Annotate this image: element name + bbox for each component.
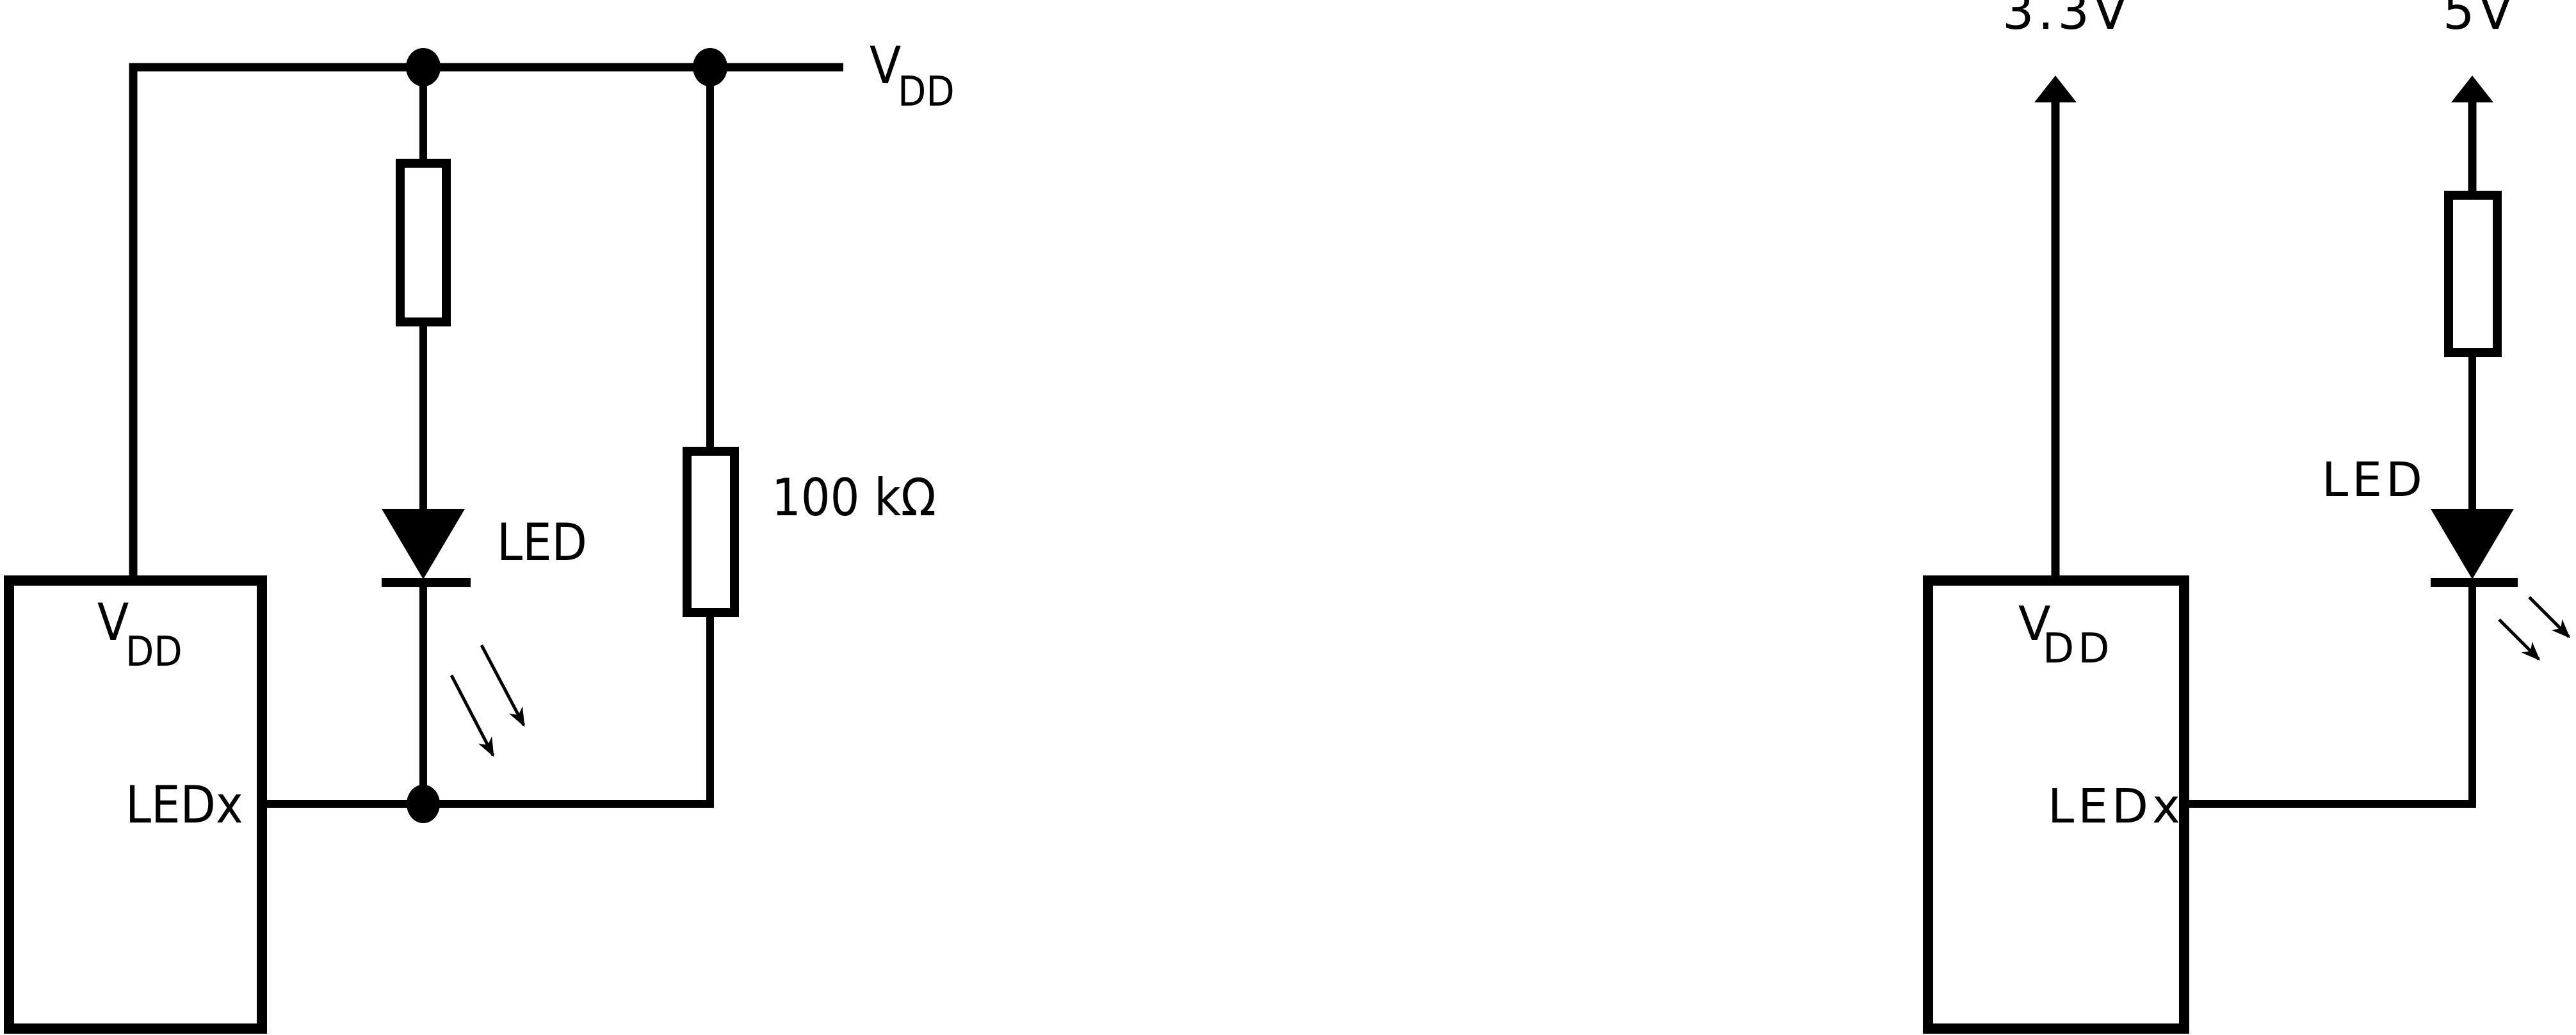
left-rail-vdd-label: V bbox=[870, 36, 901, 95]
right-led-icon bbox=[2431, 509, 2514, 579]
pullup-resistor-label: 100 kΩ bbox=[772, 468, 936, 527]
right-led-emission-arrow-2 bbox=[2528, 596, 2571, 639]
left-led-emission-arrow-2 bbox=[480, 644, 526, 727]
supply-5v-arrow-icon bbox=[2451, 76, 2493, 102]
right-circuit: 3.3V 5V LED V DD LEDx bbox=[1923, 0, 2571, 1034]
left-led-emission-arrow-1 bbox=[450, 674, 495, 757]
ledx-junction-dot bbox=[407, 785, 440, 823]
supply-5v-label: 5V bbox=[2443, 0, 2516, 41]
pullup-wire-bottom bbox=[262, 613, 714, 808]
left-ic-ledx-label: LEDx bbox=[126, 775, 243, 835]
right-ic-ledx-label: LEDx bbox=[2048, 779, 2184, 834]
right-series-resistor bbox=[2444, 191, 2502, 357]
left-vdd-wire bbox=[129, 63, 843, 581]
right-ic-vdd-label: V bbox=[2018, 597, 2055, 652]
right-ledx-wire bbox=[2184, 582, 2476, 808]
right-led-label: LED bbox=[2322, 453, 2426, 508]
right-ic-vdd-sub: DD bbox=[2043, 625, 2114, 673]
left-led-icon bbox=[382, 509, 465, 579]
left-led-label: LED bbox=[497, 513, 587, 572]
right-led-emission-arrow-1 bbox=[2498, 618, 2541, 661]
pullup-resistor bbox=[683, 447, 739, 617]
left-ic-vdd-label: V bbox=[97, 593, 129, 652]
supply-3v3-label: 3.3V bbox=[2002, 0, 2131, 41]
supply-3v3-arrow-icon bbox=[2034, 76, 2077, 102]
left-circuit: V DD V DD LEDx LED 100 kΩ bbox=[4, 36, 955, 1034]
left-rail-vdd-sub: DD bbox=[898, 68, 955, 116]
series-resistor bbox=[396, 159, 451, 326]
left-ic-vdd-sub: DD bbox=[126, 629, 182, 676]
